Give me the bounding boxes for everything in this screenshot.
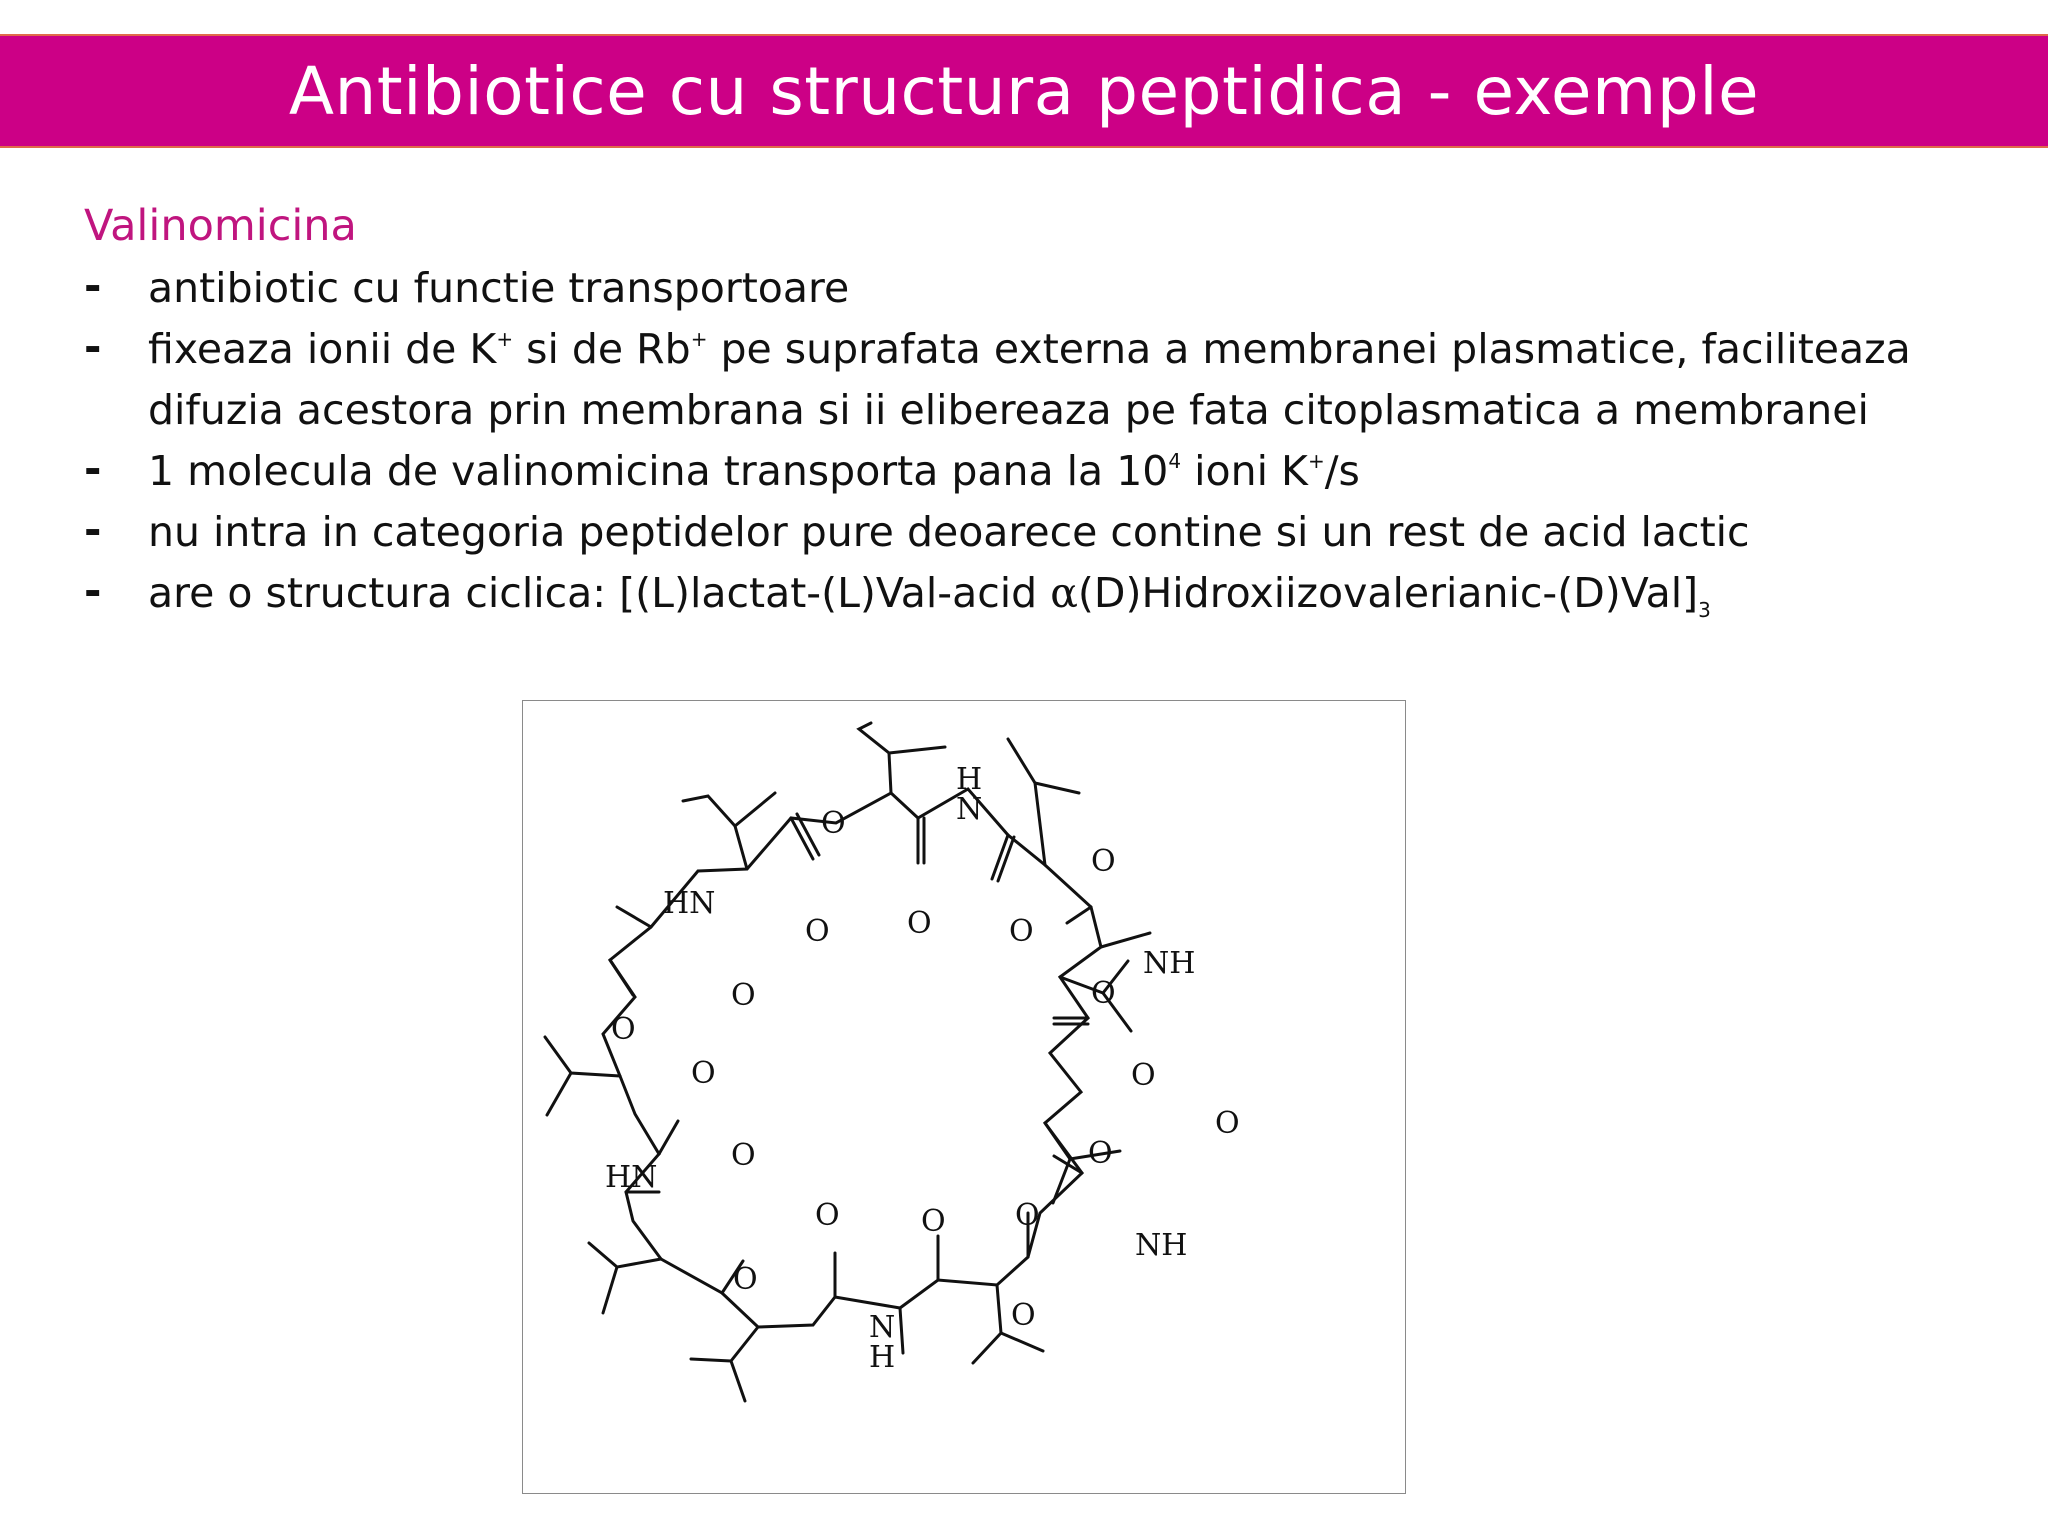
atom-label-o: O bbox=[821, 806, 846, 841]
atom-label-o: O bbox=[1091, 976, 1116, 1011]
superscript: + bbox=[496, 327, 514, 351]
bullet-item: - nu intra in categoria peptidelor pure … bbox=[84, 502, 2004, 563]
atom-label-o: O bbox=[1131, 1058, 1156, 1093]
side-chain bbox=[543, 1035, 622, 1078]
side-chain bbox=[887, 745, 947, 755]
bullet-text: fixeaza ionii de K bbox=[148, 325, 497, 373]
atom-label-o: O bbox=[1009, 914, 1034, 949]
side-chain bbox=[1099, 931, 1152, 949]
superscript: 4 bbox=[1168, 449, 1182, 473]
bullet-marker: - bbox=[84, 322, 102, 371]
atom-label-n: N bbox=[869, 1310, 895, 1345]
carbonyl-bond bbox=[795, 812, 821, 857]
bullet-text: 1 molecula de valinomicina transporta pa… bbox=[148, 447, 1169, 495]
bullet-text: are o structura ciclica: [(L)lactat-(L)V… bbox=[148, 569, 1051, 617]
bullet-text: /s bbox=[1324, 447, 1360, 495]
bullet-marker: - bbox=[84, 444, 102, 493]
side-chain bbox=[1033, 781, 1081, 795]
subscript: 3 bbox=[1698, 598, 1711, 622]
bullet-marker: - bbox=[84, 261, 102, 310]
side-chain bbox=[1006, 737, 1047, 867]
side-chain bbox=[856, 721, 893, 795]
atom-label-o: O bbox=[731, 978, 756, 1013]
superscript: + bbox=[690, 327, 708, 351]
side-chain bbox=[999, 1331, 1045, 1353]
alpha-symbol: α bbox=[1050, 569, 1078, 617]
atom-label-o: O bbox=[691, 1056, 716, 1091]
atom-label-hn: HN bbox=[663, 886, 715, 921]
atom-label-o: O bbox=[805, 914, 830, 949]
atom-label-hn: HN bbox=[605, 1160, 657, 1195]
ring-bond bbox=[601, 787, 1103, 1329]
bullet-item: - are o structura ciclica: [(L)lactat-(L… bbox=[84, 563, 2004, 624]
side-chain bbox=[545, 1071, 573, 1117]
side-chain bbox=[898, 1306, 905, 1355]
bullet-text: ioni K bbox=[1181, 447, 1308, 495]
atom-label-o: O bbox=[1011, 1298, 1036, 1333]
atom-label-o: O bbox=[733, 1262, 758, 1297]
side-chain bbox=[1051, 1157, 1072, 1205]
bullet-text: si de Rb bbox=[513, 325, 691, 373]
carbonyl-bond bbox=[657, 1119, 680, 1156]
atom-label-nh: NH bbox=[1135, 1228, 1187, 1263]
side-chain bbox=[689, 1357, 733, 1363]
bullet-item: - fixeaza ionii de K+ si de Rb+ pe supra… bbox=[84, 319, 2004, 441]
bullet-text-continuation: difuzia acestora prin membrana si ii eli… bbox=[148, 386, 1869, 434]
atom-label-o: O bbox=[731, 1138, 756, 1173]
title-bar: Antibiotice cu structura peptidica - exe… bbox=[0, 34, 2048, 148]
superscript: + bbox=[1307, 449, 1325, 473]
valinomycin-structure: O H N O O O O HN NH O O O O O O O O HN O… bbox=[543, 721, 1240, 1403]
bullet-marker: - bbox=[84, 566, 102, 615]
carbonyl-bond bbox=[990, 833, 1010, 881]
bullet-text: antibiotic cu functie transportoare bbox=[148, 264, 850, 312]
atom-label-o: O bbox=[1215, 1106, 1240, 1141]
carbonyl-bond bbox=[720, 1259, 745, 1295]
side-chain bbox=[729, 1325, 760, 1403]
bullet-text: pe suprafata externa a membranei plasmat… bbox=[707, 325, 1911, 373]
side-chain bbox=[587, 1241, 619, 1269]
carbonyl-bond bbox=[1065, 905, 1093, 925]
side-chain bbox=[1101, 991, 1133, 1033]
bullet-item: - 1 molecula de valinomicina transporta … bbox=[84, 441, 2004, 502]
bullet-text: (D)Hidroxiizovalerianic-(D)Val] bbox=[1077, 569, 1699, 617]
atom-label-h: H bbox=[956, 762, 982, 797]
atom-label-o: O bbox=[815, 1198, 840, 1233]
atom-label-o: O bbox=[1091, 844, 1116, 879]
structure-figure: O H N O O O O HN NH O O O O O O O O HN O… bbox=[522, 700, 1406, 1494]
bullet-marker: - bbox=[84, 505, 102, 554]
bullet-list: - antibiotic cu functie transportoare - … bbox=[84, 258, 2004, 624]
bullet-item: - antibiotic cu functie transportoare bbox=[84, 258, 2004, 319]
atom-label-o: O bbox=[907, 906, 932, 941]
atom-label-o: O bbox=[611, 1012, 636, 1047]
bullet-text: nu intra in categoria peptidelor pure de… bbox=[148, 508, 1750, 556]
carbonyl-bond bbox=[996, 835, 1016, 883]
side-chain bbox=[601, 1257, 663, 1315]
atom-label-o: O bbox=[1088, 1136, 1113, 1171]
side-chain bbox=[971, 1283, 1003, 1365]
atom-label-h: H bbox=[869, 1340, 895, 1375]
side-chain bbox=[733, 791, 777, 828]
side-chain bbox=[615, 905, 653, 929]
side-chain bbox=[681, 794, 749, 871]
slide-title: Antibiotice cu structura peptidica - exe… bbox=[288, 52, 1760, 130]
section-heading: Valinomicina bbox=[84, 201, 357, 251]
atom-label-o: O bbox=[921, 1204, 946, 1239]
carbonyl-bond bbox=[608, 958, 635, 997]
atom-label-nh: NH bbox=[1143, 946, 1195, 981]
atom-label-n: N bbox=[956, 792, 982, 827]
atom-label-o: O bbox=[1015, 1198, 1040, 1233]
carbonyl-bond bbox=[789, 816, 815, 861]
